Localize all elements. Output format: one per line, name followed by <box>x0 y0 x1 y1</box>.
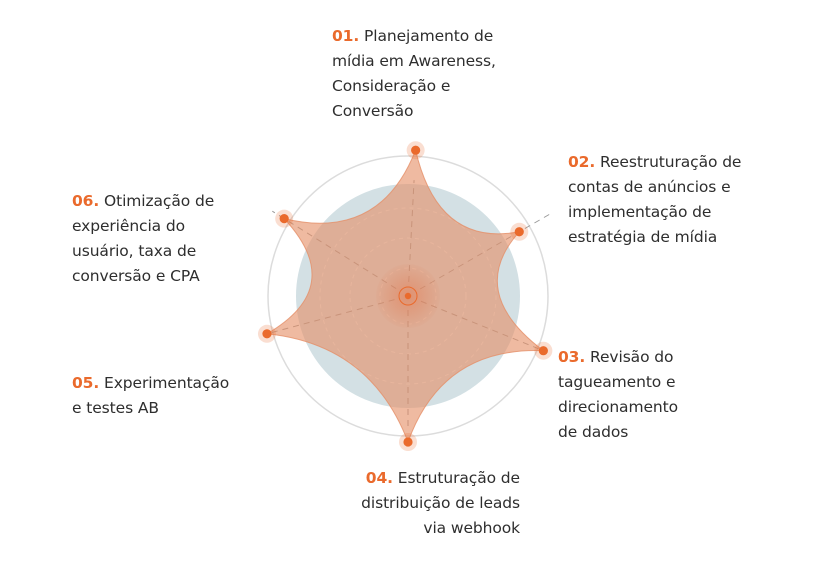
step-04-label: 04. Estruturação de distribuição de lead… <box>300 466 520 541</box>
markers <box>257 141 553 451</box>
step-06-text: Otimização de experiência do usuário, ta… <box>72 192 215 285</box>
center-ring <box>398 286 418 306</box>
marker-6 <box>279 214 289 224</box>
step-03-number: 03. <box>558 348 586 366</box>
step-04-text: Estruturação de distribuição de leads vi… <box>361 469 520 537</box>
step-04-number: 04. <box>365 469 393 487</box>
marker-1 <box>411 145 421 155</box>
marker-3 <box>538 346 548 356</box>
step-03-label: 03. Revisão do tagueamento e direcioname… <box>558 345 678 445</box>
step-01-text: Planejamento de mídia em Awareness, Cons… <box>332 27 496 120</box>
marker-5 <box>262 329 272 339</box>
marker-2 <box>514 227 524 237</box>
step-05-label: 05. Experimentação e testes AB <box>72 371 229 421</box>
step-01-number: 01. <box>332 27 360 45</box>
step-05-text: Experimentação e testes AB <box>72 374 230 417</box>
step-03-text: Revisão do tagueamento e direcionamento … <box>558 348 678 441</box>
step-01-label: 01. Planejamento de mídia em Awareness, … <box>332 24 496 124</box>
step-06-number: 06. <box>72 192 100 210</box>
step-06-label: 06. Otimização de experiência do usuário… <box>72 189 214 289</box>
center-dot <box>404 292 412 300</box>
step-02-number: 02. <box>568 153 596 171</box>
step-05-number: 05. <box>72 374 100 392</box>
marker-4 <box>403 437 413 447</box>
step-02-label: 02. Reestruturação de contas de anúncios… <box>568 150 741 250</box>
step-02-text: Reestruturação de contas de anúncios e i… <box>568 153 742 246</box>
